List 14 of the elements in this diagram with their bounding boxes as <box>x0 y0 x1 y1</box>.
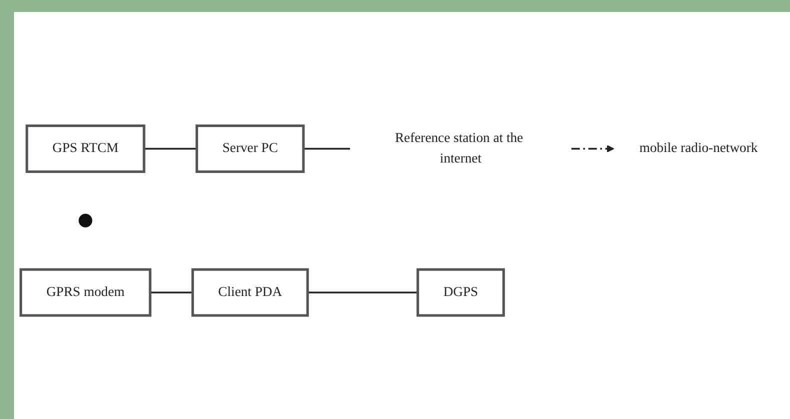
node-box <box>26 124 146 173</box>
node-box <box>191 268 309 317</box>
node-box <box>20 268 152 317</box>
connector <box>144 148 197 150</box>
node-box <box>416 268 505 317</box>
node-text: Reference station at the internet <box>394 130 524 166</box>
node-text: mobile radio-network <box>639 141 758 156</box>
diagram-drawing: GPS RTCM Server PC Reference station at the internet mobile radio-network GPRS modem Client PDA DGPS <box>14 12 790 419</box>
node-circle <box>78 214 92 228</box>
node-box <box>196 124 305 173</box>
arrow <box>571 144 614 152</box>
connector <box>308 292 418 294</box>
connector <box>303 148 350 150</box>
connector <box>150 292 193 294</box>
